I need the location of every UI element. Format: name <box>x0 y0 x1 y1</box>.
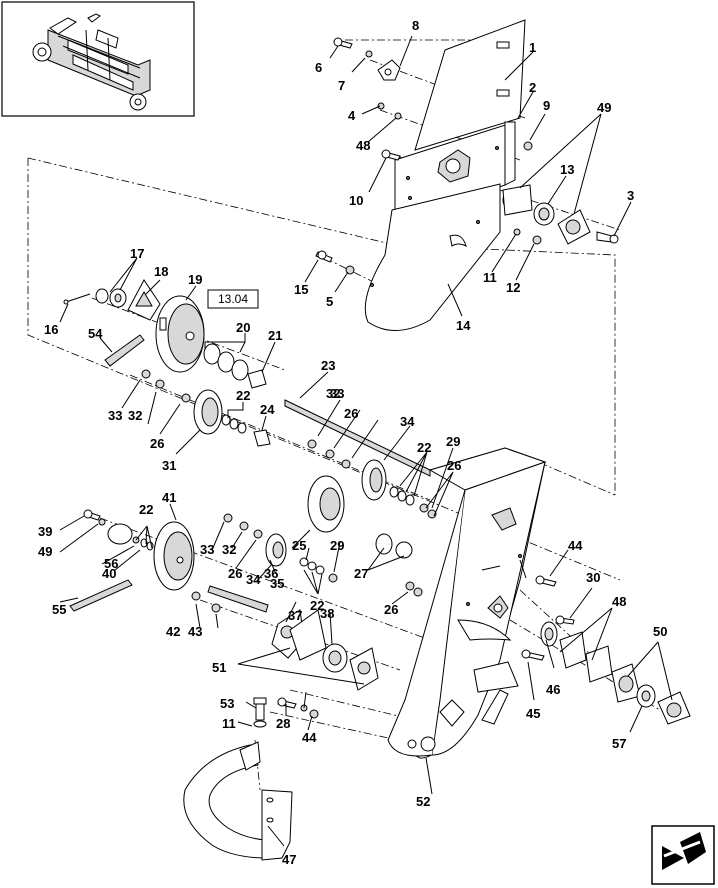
part-label: 22 <box>139 502 153 517</box>
part-label: 20 <box>236 320 250 335</box>
part-label: 26 <box>344 406 358 421</box>
part-label: 42 <box>166 624 180 639</box>
part-label: 19 <box>188 272 202 287</box>
part-label: 26 <box>384 602 398 617</box>
reference-box-label: 13.04 <box>218 292 248 306</box>
part-label: 28 <box>276 716 290 731</box>
part-label: 36 <box>264 566 278 581</box>
part-label: 32 <box>222 542 236 557</box>
leader-lines <box>59 35 673 847</box>
part-label: 48 <box>356 138 370 153</box>
part-number-labels: 1 2 3 4 5 6 7 8 9 10 11 11 12 13 14 15 1… <box>38 18 667 867</box>
part-label: 33 <box>200 542 214 557</box>
part-label: 44 <box>568 538 583 553</box>
part-label: 53 <box>220 696 234 711</box>
part-label: 40 <box>102 566 116 581</box>
part-label: 13 <box>560 162 574 177</box>
machine-overview-thumbnail <box>1 1 195 117</box>
lower-hardware <box>253 697 319 728</box>
part-label: 25 <box>292 538 306 553</box>
part-label: 11 <box>483 270 497 285</box>
part-label: 37 <box>288 608 302 623</box>
part-label: 24 <box>260 402 275 417</box>
part-label: 3 <box>627 188 634 203</box>
part-label: 14 <box>456 318 471 333</box>
part-label: 6 <box>315 60 322 75</box>
part-label: 30 <box>586 570 600 585</box>
part-label: 33 <box>330 386 344 401</box>
part-label: 47 <box>282 852 296 867</box>
part-label: 49 <box>38 544 52 559</box>
part-label: 32 <box>128 408 142 423</box>
part-label: 55 <box>52 602 66 617</box>
left-sprocket-group <box>63 279 267 389</box>
lower-left-group <box>69 509 269 613</box>
part-label: 51 <box>212 660 226 675</box>
part-label: 4 <box>348 108 356 123</box>
part-label: 16 <box>44 322 58 337</box>
part-label: 10 <box>349 193 363 208</box>
part-label: 12 <box>506 280 520 295</box>
part-label: 8 <box>412 18 419 33</box>
part-label: 32 <box>326 386 340 401</box>
part-label: 26 <box>228 566 242 581</box>
part-label: 2 <box>529 80 536 95</box>
part-label: 27 <box>354 566 368 581</box>
lower-side-plate <box>387 447 547 759</box>
part-label: 5 <box>326 294 333 309</box>
lower-guard <box>183 741 293 861</box>
part-label: 1 <box>529 40 536 55</box>
part-label: 48 <box>612 594 626 609</box>
part-label: 34 <box>400 414 415 429</box>
part-label: 52 <box>416 794 430 809</box>
part-label: 22 <box>310 598 324 613</box>
reference-box[interactable]: 13.04 <box>207 289 259 309</box>
part-label: 21 <box>268 328 282 343</box>
part-label: 43 <box>188 624 202 639</box>
part-label: 39 <box>38 524 52 539</box>
lower-middle-group <box>223 475 423 691</box>
part-label: 17 <box>130 246 144 261</box>
part-label: 44 <box>302 730 317 745</box>
part-label: 45 <box>526 706 540 721</box>
part-label: 46 <box>546 682 560 697</box>
part-label: 23 <box>321 358 335 373</box>
part-label: 11 <box>222 716 236 731</box>
part-label: 57 <box>612 736 626 751</box>
upper-side-plate <box>364 19 526 331</box>
part-label: 22 <box>417 440 431 455</box>
part-label: 9 <box>543 98 550 113</box>
part-label: 41 <box>162 490 176 505</box>
part-label: 38 <box>320 606 334 621</box>
part-label: 54 <box>88 326 103 341</box>
part-label: 31 <box>162 458 176 473</box>
part-label: 7 <box>338 78 345 93</box>
part-label: 35 <box>270 576 284 591</box>
part-label: 34 <box>246 572 261 587</box>
upper-hardware <box>315 37 402 275</box>
part-label: 26 <box>150 436 164 451</box>
lower-right-group <box>521 575 691 725</box>
next-page-arrow-icon[interactable] <box>651 825 715 885</box>
part-label: 33 <box>108 408 122 423</box>
part-label: 50 <box>653 624 667 639</box>
part-label: 26 <box>447 458 461 473</box>
part-label: 22 <box>236 388 250 403</box>
middle-drive-group <box>141 369 437 519</box>
part-label: 15 <box>294 282 308 297</box>
part-label: 56 <box>104 556 118 571</box>
part-label: 29 <box>446 434 460 449</box>
upper-bearing-assembly <box>502 141 619 245</box>
part-label: 49 <box>597 100 611 115</box>
part-label: 29 <box>330 538 344 553</box>
part-label: 18 <box>154 264 168 279</box>
